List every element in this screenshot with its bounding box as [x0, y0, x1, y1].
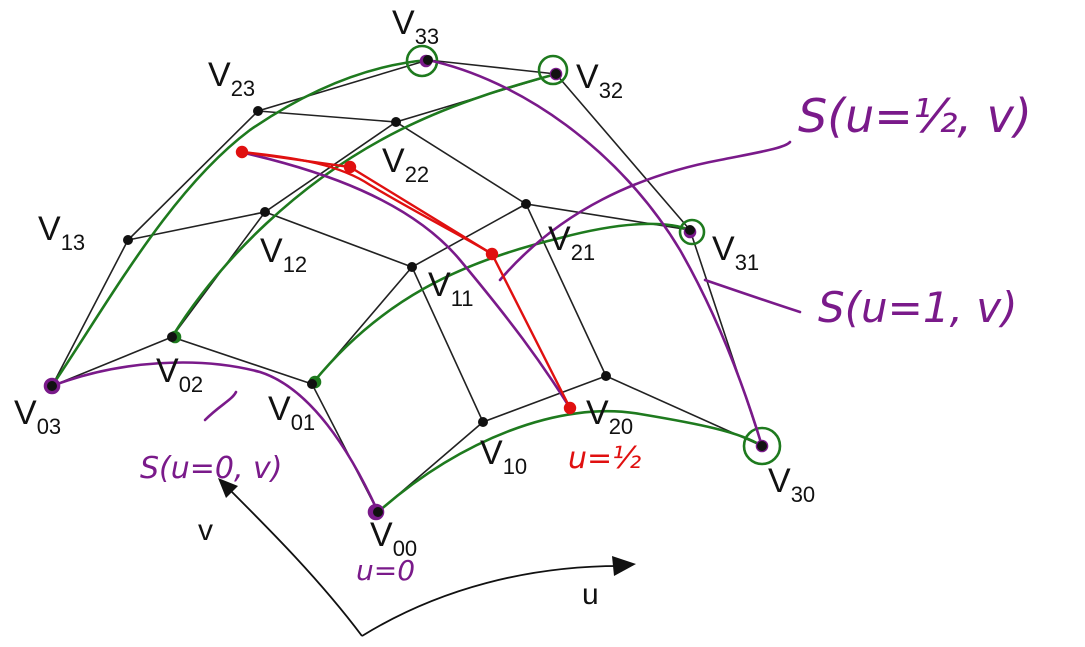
red-curve-group — [235, 145, 577, 415]
vertex-v11 — [407, 262, 417, 272]
annotation-s-half: S(u=½, v) — [798, 89, 1032, 143]
v-direction-arrow — [227, 487, 363, 637]
green-curve-v0 — [376, 410, 764, 514]
mesh-row-u2 — [257, 110, 607, 377]
vertex-v02 — [167, 332, 177, 342]
vertex-v33 — [423, 55, 433, 65]
mesh-row-u1 — [127, 211, 484, 423]
label-v02: V02 — [156, 352, 203, 397]
purple-pointer-s-zero — [203, 390, 238, 422]
purple-pointer-s-one — [703, 278, 802, 314]
vertex-v00 — [373, 507, 383, 517]
label-v10: V10 — [480, 434, 527, 479]
v-arrowhead — [218, 478, 238, 498]
label-v30: V30 — [768, 462, 815, 507]
label-v23: V23 — [208, 56, 255, 101]
vertex-v01 — [307, 379, 317, 389]
u-axis-label: u — [582, 578, 599, 611]
label-v31: V31 — [712, 230, 759, 275]
purple-pointer-s-half — [498, 140, 792, 282]
mesh-row-u3 — [427, 59, 763, 447]
vertex-v13 — [123, 235, 133, 245]
vertex-v23 — [253, 106, 263, 116]
vertex-v30 — [757, 441, 767, 451]
label-v22: V22 — [382, 142, 429, 187]
vertex-v22 — [391, 117, 401, 127]
label-v11: V11 — [428, 266, 474, 311]
vertex-v03 — [47, 381, 57, 391]
green-curve-v1 — [310, 222, 692, 386]
purple-curve-u0 — [50, 361, 380, 514]
label-v32: V32 — [576, 58, 623, 103]
control-points — [47, 55, 767, 517]
v-axis-label: v — [198, 514, 213, 547]
vertex-v31 — [685, 225, 695, 235]
label-v20: V20 — [586, 394, 633, 439]
u-direction-arrow — [361, 565, 621, 637]
vertex-v12 — [260, 207, 270, 217]
green-circle-v30 — [742, 426, 782, 466]
label-v12: V12 — [260, 232, 307, 277]
vertex-labels: V33 V23 V32 V22 V13 V12 V21 V31 V11 V02 … — [14, 4, 815, 561]
mesh-col-v0 — [377, 375, 763, 513]
purple-curve-u1 — [426, 58, 764, 448]
green-curve-v3 — [50, 58, 430, 388]
red-polyline-u-half — [240, 150, 572, 410]
label-v33: V33 — [392, 4, 439, 49]
vertex-v32 — [551, 69, 561, 79]
annotation-u-half: u=½ — [568, 441, 641, 476]
vertex-v21 — [521, 199, 531, 209]
red-dot-2 — [343, 160, 357, 174]
annotation-u-zero: u=0 — [356, 554, 415, 587]
annotation-s-zero: S(u=0, v) — [140, 451, 283, 486]
red-dot-4 — [563, 401, 577, 415]
mesh-col-v2 — [171, 73, 557, 338]
red-dot-1 — [235, 145, 249, 159]
label-v21: V21 — [548, 220, 595, 265]
green-circle-v31 — [678, 218, 706, 246]
green-circle-v32 — [537, 54, 569, 86]
mesh-col-v3 — [51, 59, 429, 387]
label-v03: V03 — [14, 394, 61, 439]
annotation-s-one: S(u=1, v) — [818, 283, 1018, 332]
label-v13: V13 — [38, 210, 85, 255]
red-dot-3 — [485, 247, 499, 261]
label-v01: V01 — [268, 390, 315, 435]
vertex-v20 — [601, 371, 611, 381]
vertex-v10 — [478, 417, 488, 427]
purple-curves — [43, 54, 802, 521]
mesh-col-v1 — [311, 203, 691, 385]
green-curve-v2 — [170, 72, 558, 339]
parameter-arrows — [218, 478, 636, 637]
purple-curve-u-half — [238, 150, 572, 410]
label-v00: V00 — [370, 516, 417, 561]
red-curve-u-half — [240, 150, 494, 256]
u-arrowhead — [612, 556, 636, 576]
